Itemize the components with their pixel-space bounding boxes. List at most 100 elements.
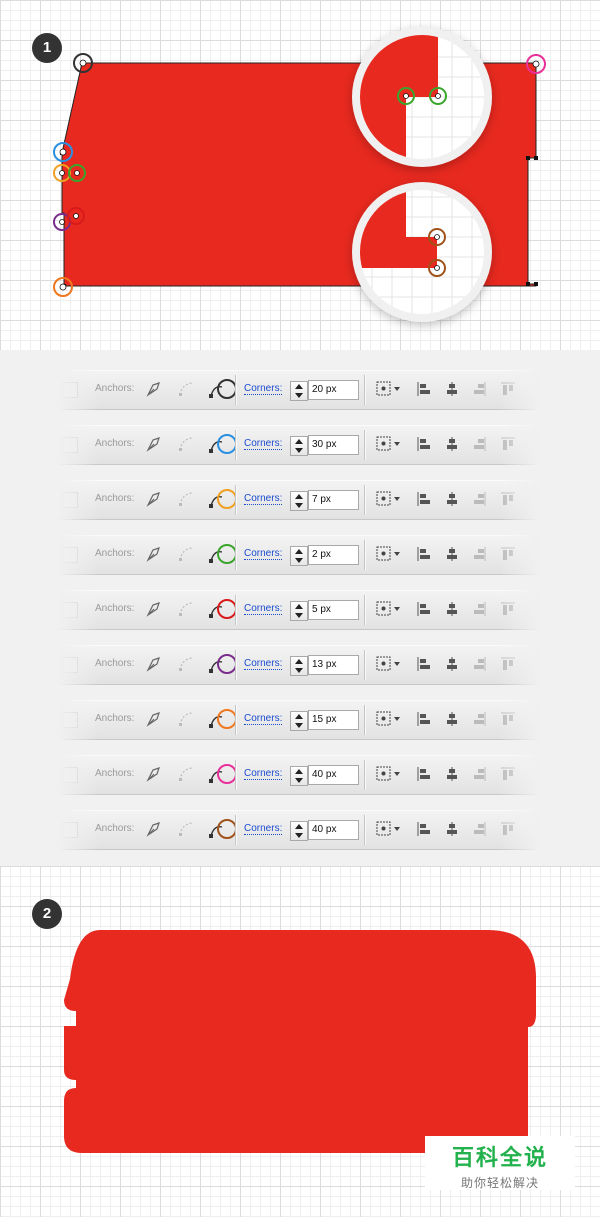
curve-handle-icon[interactable] — [178, 711, 194, 727]
corner-stepper[interactable] — [290, 711, 308, 731]
transform-reference-icon[interactable] — [376, 766, 402, 782]
align-right-icon[interactable] — [471, 656, 487, 672]
align-top-icon[interactable] — [500, 711, 516, 727]
curve-handle-icon[interactable] — [178, 381, 194, 397]
align-center-icon[interactable] — [444, 546, 460, 562]
corner-radius-input[interactable]: 40 px — [308, 765, 359, 785]
panel-checkbox[interactable] — [62, 767, 78, 783]
corners-link[interactable]: Corners: — [244, 713, 283, 725]
transform-reference-icon[interactable] — [376, 711, 402, 727]
align-left-icon[interactable] — [416, 601, 432, 617]
corner-radius-input[interactable]: 5 px — [308, 600, 359, 620]
align-left-icon[interactable] — [416, 436, 432, 452]
corner-stepper[interactable] — [290, 491, 308, 511]
panel-checkbox[interactable] — [62, 712, 78, 728]
align-left-icon[interactable] — [416, 711, 432, 727]
corners-link[interactable]: Corners: — [244, 548, 283, 560]
transform-reference-icon[interactable] — [376, 491, 402, 507]
panel-checkbox[interactable] — [62, 437, 78, 453]
pen-convert-icon[interactable] — [146, 381, 162, 397]
pen-convert-icon[interactable] — [146, 821, 162, 837]
curve-handle-icon[interactable] — [178, 546, 194, 562]
corner-radius-input[interactable]: 15 px — [308, 710, 359, 730]
corner-radius-input[interactable]: 20 px — [308, 380, 359, 400]
corner-radius-input[interactable]: 13 px — [308, 655, 359, 675]
align-left-icon[interactable] — [416, 546, 432, 562]
transform-reference-icon[interactable] — [376, 436, 402, 452]
transform-reference-icon[interactable] — [376, 821, 402, 837]
align-center-icon[interactable] — [444, 656, 460, 672]
align-right-icon[interactable] — [471, 381, 487, 397]
curve-handle-icon[interactable] — [178, 601, 194, 617]
align-top-icon[interactable] — [500, 436, 516, 452]
align-left-icon[interactable] — [416, 766, 432, 782]
corner-stepper[interactable] — [290, 436, 308, 456]
align-center-icon[interactable] — [444, 601, 460, 617]
corners-link[interactable]: Corners: — [244, 823, 283, 835]
panel-checkbox[interactable] — [62, 492, 78, 508]
pen-convert-icon[interactable] — [146, 601, 162, 617]
anchors-label: Anchors: — [95, 548, 135, 559]
corner-radius-input[interactable]: 7 px — [308, 490, 359, 510]
panel-checkbox[interactable] — [62, 382, 78, 398]
align-top-icon[interactable] — [500, 601, 516, 617]
panel-checkbox[interactable] — [62, 547, 78, 563]
align-center-icon[interactable] — [444, 711, 460, 727]
align-left-icon[interactable] — [416, 821, 432, 837]
align-right-icon[interactable] — [471, 491, 487, 507]
align-top-icon[interactable] — [500, 381, 516, 397]
corners-link[interactable]: Corners: — [244, 603, 283, 615]
corners-link[interactable]: Corners: — [244, 493, 283, 505]
corner-radius-input[interactable]: 40 px — [308, 820, 359, 840]
align-right-icon[interactable] — [471, 821, 487, 837]
pen-convert-icon[interactable] — [146, 656, 162, 672]
align-left-icon[interactable] — [416, 381, 432, 397]
align-top-icon[interactable] — [500, 491, 516, 507]
transform-reference-icon[interactable] — [376, 381, 402, 397]
curve-handle-icon[interactable] — [178, 766, 194, 782]
curve-handle-icon[interactable] — [178, 436, 194, 452]
pen-convert-icon[interactable] — [146, 491, 162, 507]
align-center-icon[interactable] — [444, 766, 460, 782]
align-center-icon[interactable] — [444, 381, 460, 397]
corner-stepper[interactable] — [290, 656, 308, 676]
transform-reference-icon[interactable] — [376, 601, 402, 617]
corners-link[interactable]: Corners: — [244, 658, 283, 670]
pen-convert-icon[interactable] — [146, 546, 162, 562]
corner-stepper[interactable] — [290, 766, 308, 786]
align-center-icon[interactable] — [444, 436, 460, 452]
pen-convert-icon[interactable] — [146, 766, 162, 782]
corner-stepper[interactable] — [290, 546, 308, 566]
align-center-icon[interactable] — [444, 491, 460, 507]
align-left-icon[interactable] — [416, 491, 432, 507]
align-right-icon[interactable] — [471, 436, 487, 452]
align-right-icon[interactable] — [471, 601, 487, 617]
corners-link[interactable]: Corners: — [244, 768, 283, 780]
transform-reference-icon[interactable] — [376, 546, 402, 562]
align-top-icon[interactable] — [500, 656, 516, 672]
corner-radius-input[interactable]: 2 px — [308, 545, 359, 565]
curve-handle-icon[interactable] — [178, 821, 194, 837]
align-right-icon[interactable] — [471, 766, 487, 782]
align-right-icon[interactable] — [471, 546, 487, 562]
corner-stepper[interactable] — [290, 381, 308, 401]
transform-reference-icon[interactable] — [376, 656, 402, 672]
corner-radius-input[interactable]: 30 px — [308, 435, 359, 455]
align-right-icon[interactable] — [471, 711, 487, 727]
corner-stepper[interactable] — [290, 821, 308, 841]
align-center-icon[interactable] — [444, 821, 460, 837]
panel-checkbox[interactable] — [62, 602, 78, 618]
align-top-icon[interactable] — [500, 546, 516, 562]
corners-link[interactable]: Corners: — [244, 438, 283, 450]
align-top-icon[interactable] — [500, 821, 516, 837]
panel-checkbox[interactable] — [62, 822, 78, 838]
pen-convert-icon[interactable] — [146, 711, 162, 727]
align-top-icon[interactable] — [500, 766, 516, 782]
pen-convert-icon[interactable] — [146, 436, 162, 452]
panel-checkbox[interactable] — [62, 657, 78, 673]
curve-handle-icon[interactable] — [178, 491, 194, 507]
curve-handle-icon[interactable] — [178, 656, 194, 672]
align-left-icon[interactable] — [416, 656, 432, 672]
corner-stepper[interactable] — [290, 601, 308, 621]
corners-link[interactable]: Corners: — [244, 383, 283, 395]
